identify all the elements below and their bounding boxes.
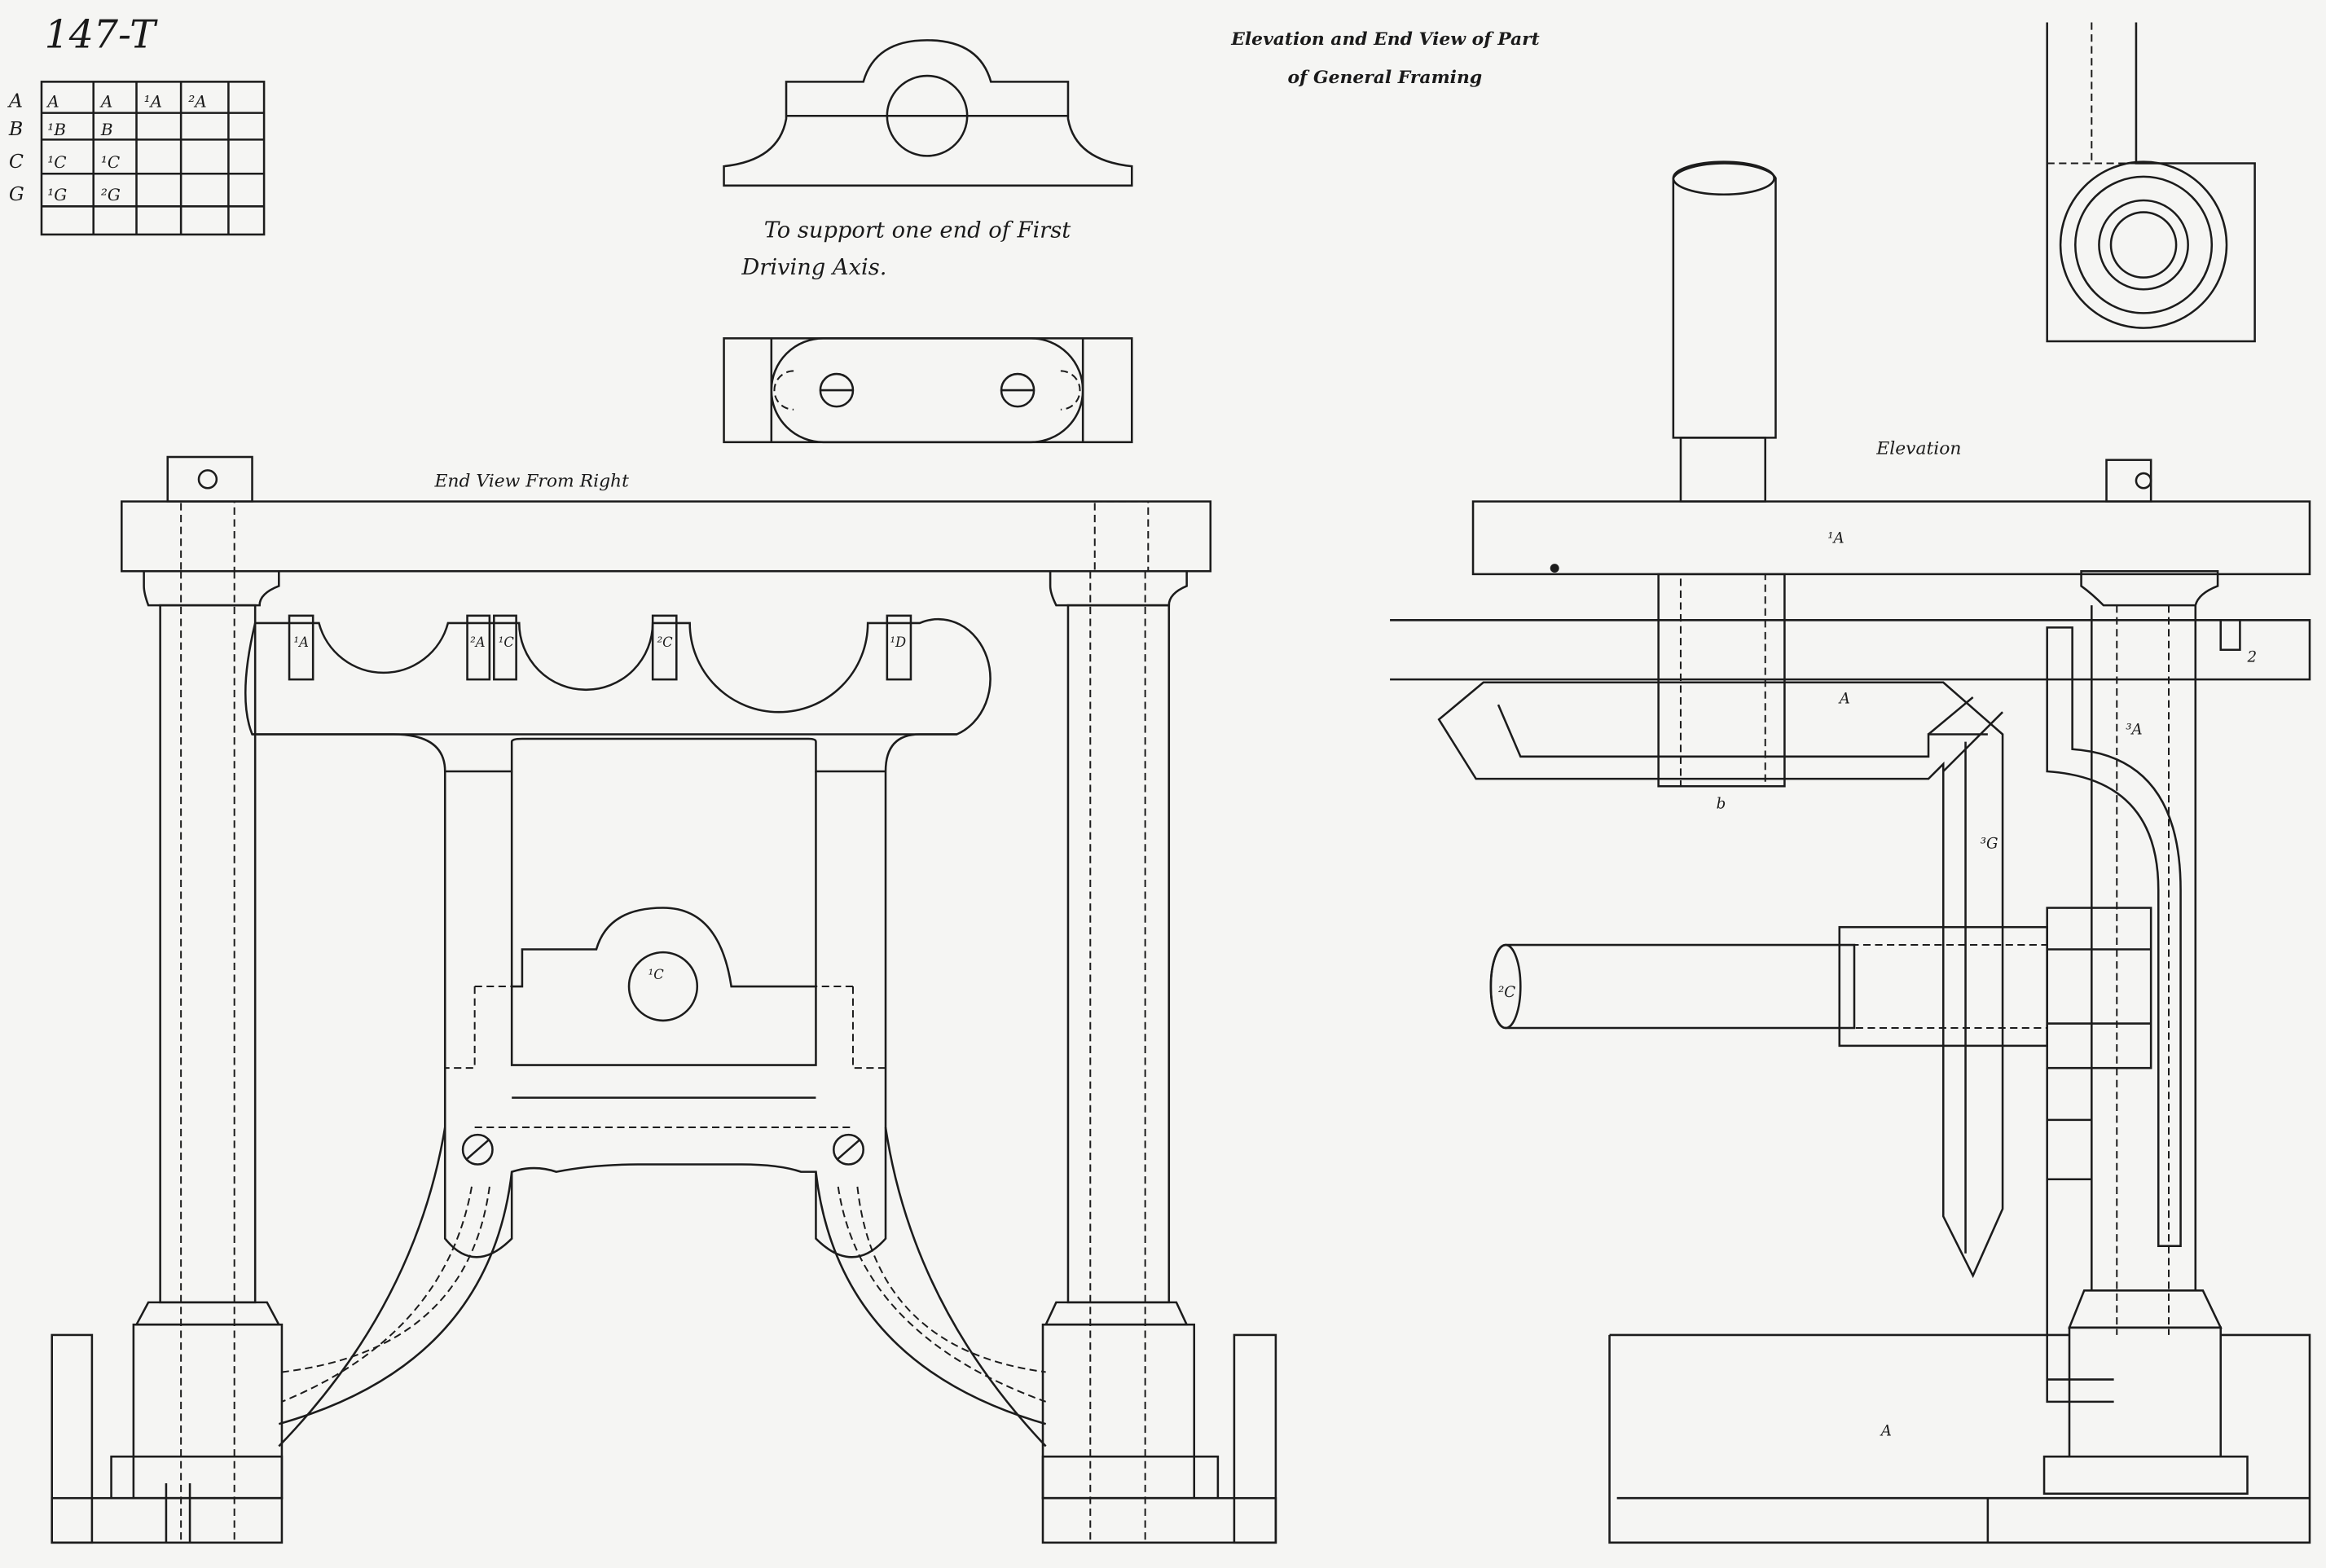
title-line-1: Elevation and End View of Part	[1230, 29, 1540, 50]
table-cell: A	[46, 91, 59, 111]
caption-line-2: Driving Axis.	[741, 255, 886, 280]
table-cell: ¹A	[144, 91, 162, 111]
part-letter: ¹C	[499, 635, 515, 650]
elevation-label: Elevation	[1875, 438, 1961, 459]
bearing-plan	[723, 337, 1133, 444]
table-cell: ¹C	[47, 152, 66, 172]
part-letter: A	[1880, 1423, 1892, 1440]
part-letter: b	[1717, 796, 1726, 813]
table-cell: ¹G	[47, 185, 67, 204]
title-line-2: of General Framing	[1287, 67, 1482, 88]
part-letter: ¹A	[294, 635, 309, 650]
part-letter: 2	[2246, 648, 2257, 665]
table-cell: ¹B	[47, 120, 66, 139]
table-row-label: A	[7, 89, 23, 112]
elevation-view	[1390, 160, 2311, 1544]
bearing-elevation	[723, 39, 1133, 187]
table-row-label: G	[9, 182, 24, 205]
end-view-label: End View From Right	[433, 471, 629, 491]
part-letter: ¹D	[890, 635, 906, 650]
part-letter: ¹A	[1827, 530, 1844, 547]
part-letter: A	[1838, 690, 1850, 707]
part-letter: ²C	[1498, 984, 1515, 1001]
table-cell: ¹C	[101, 152, 120, 172]
table-cell: B	[100, 120, 113, 139]
part-letter: ²A	[470, 635, 485, 650]
table-cell: A	[99, 91, 112, 111]
part-letter: ³A	[2126, 722, 2142, 739]
table-row-label: C	[9, 150, 24, 173]
caption-line-1: To support one end of First	[764, 218, 1072, 244]
table-row-label: B	[8, 117, 23, 140]
table-cell: ²A	[188, 91, 206, 111]
sheet-number: 147-T	[45, 12, 159, 57]
part-letter: ²C	[657, 635, 674, 650]
part-letter: ³G	[1981, 836, 1998, 853]
end-view	[51, 455, 1277, 1544]
table-cell: ²G	[101, 185, 121, 204]
part-letter: ¹C	[649, 967, 665, 982]
shaft-end-view	[2046, 22, 2256, 343]
